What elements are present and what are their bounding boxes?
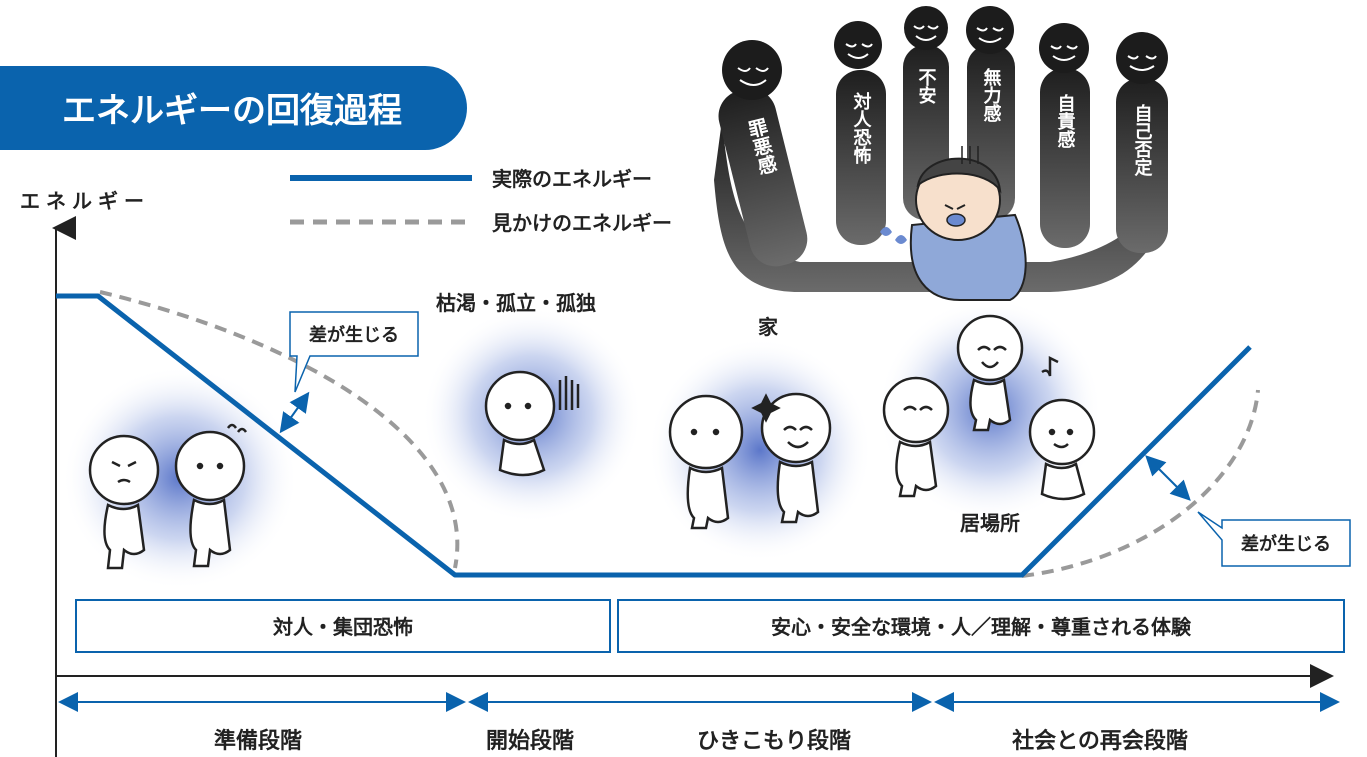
- gap-arrow-right: [1145, 455, 1191, 501]
- shadow-label-self-denial: 自己否定: [1132, 103, 1154, 177]
- shadow-head-icon: [1039, 23, 1089, 73]
- shadow-label-fear: 対人恐怖: [851, 91, 873, 165]
- scene-label-exhaustion: 枯渇・孤立・孤独: [436, 291, 596, 315]
- stage-label-start: 開始段階: [486, 728, 574, 754]
- title-pill: [0, 66, 467, 150]
- shadow-label-helplessness: 無力感: [981, 67, 1002, 122]
- shadow-label-self-blame: 自責感: [1055, 93, 1076, 148]
- shadow-head-icon: [722, 40, 782, 100]
- shadow-head-icon: [1116, 32, 1168, 84]
- shadow-figures: 罪悪感 対人恐怖 不安 無力感 自責感 自己否定: [714, 6, 1168, 292]
- person-icon: [88, 434, 160, 570]
- person-icon: [956, 314, 1059, 432]
- shadow-column-2: [834, 21, 886, 245]
- music-note-icon: [1041, 355, 1059, 377]
- tear-icon: [895, 235, 907, 244]
- stage-label-preparation: 準備段階: [214, 728, 302, 754]
- legend-actual-label: 実際のエネルギー: [492, 167, 652, 191]
- gap-callout-left-text: 差が生じる: [309, 324, 399, 346]
- page-title: エネルギーの回復過程: [62, 91, 402, 131]
- actual-energy-line: [56, 293, 1252, 578]
- y-axis-label: エネルギー: [20, 189, 150, 213]
- shadow-column-5: [1039, 23, 1090, 248]
- legend: 実際のエネルギー 見かけのエネルギー: [290, 167, 672, 235]
- scene-label-home: 家: [758, 315, 779, 339]
- scene-label-ibasho: 居場所: [960, 511, 1020, 535]
- apparent-energy-lines: [99, 290, 1260, 578]
- apparent-energy-rise: [1021, 389, 1260, 578]
- shadow-head-icon: [966, 6, 1014, 54]
- gap-callout-right: 差が生じる: [1197, 511, 1351, 567]
- stage-label-withdrawal: ひきこもり段階: [697, 728, 851, 754]
- person-icon: [174, 423, 248, 568]
- figure-group-ibasho: [882, 314, 1096, 501]
- person-icon: [484, 370, 580, 477]
- gap-callout-right-text: 差が生じる: [1241, 533, 1331, 555]
- shadow-label-anxiety: 不安: [916, 68, 937, 105]
- axes: エネルギー: [20, 189, 1334, 757]
- safety-box-label: 安心・安全な環境・人／理解・尊重される体験: [771, 615, 1192, 639]
- sparkle-icon: [751, 393, 781, 423]
- person-icon: [882, 376, 950, 498]
- shadow-head-icon: [834, 21, 882, 69]
- figure-group-fear: [88, 423, 248, 570]
- person-icon: [1028, 398, 1096, 501]
- condition-boxes: 対人・集団恐怖 安心・安全な環境・人／理解・尊重される体験: [75, 599, 1345, 653]
- stage-label-reunion: 社会との再会段階: [1012, 728, 1188, 754]
- figure-group-exhaustion: [484, 370, 580, 477]
- figure-group-home: [668, 392, 832, 530]
- title-banner: エネルギーの回復過程: [0, 66, 467, 150]
- shadow-base: [714, 120, 1160, 292]
- actual-energy-path: [56, 293, 1252, 578]
- apparent-energy-decline: [99, 290, 460, 569]
- fear-box-label: 対人・集団恐怖: [272, 615, 413, 639]
- shadow-head-icon: [904, 6, 948, 50]
- fear-box: [75, 599, 611, 653]
- shadow-column-6: [1116, 32, 1168, 253]
- person-icon: [668, 394, 744, 530]
- tear-icon: [880, 227, 892, 236]
- safety-box: [617, 599, 1345, 653]
- legend-apparent-label: 見かけのエネルギー: [492, 211, 672, 235]
- gap-callout-left: 差が生じる: [289, 311, 419, 393]
- shadow-column-1: [718, 40, 808, 267]
- person-icon: [751, 392, 832, 524]
- gap-arrow-left: [279, 391, 310, 434]
- distressed-figure: [880, 146, 1027, 301]
